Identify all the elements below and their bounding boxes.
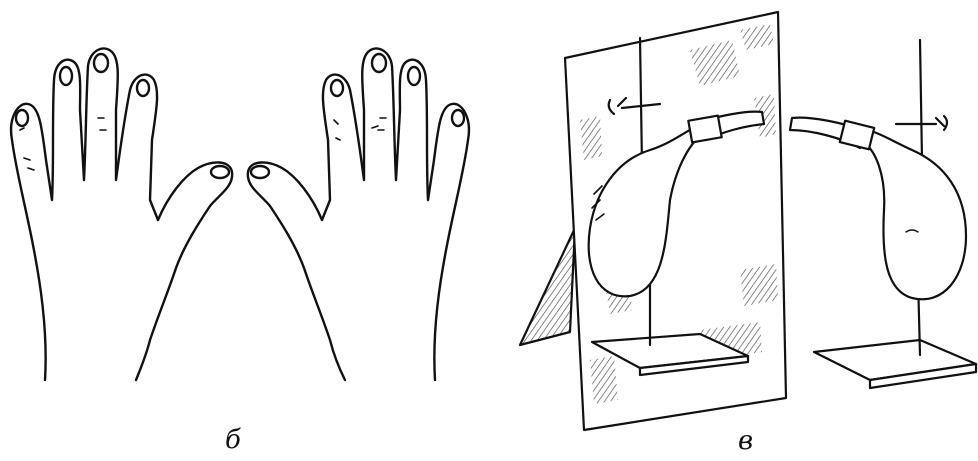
- left-hand-outline: [11, 48, 232, 380]
- right-nail-thumb: [251, 166, 269, 178]
- right-hand-outline: [248, 48, 469, 380]
- right-nail-4: [331, 80, 343, 96]
- mirror-support: [520, 228, 575, 345]
- left-nail-2: [60, 67, 72, 85]
- right-nail-2: [408, 67, 420, 85]
- real-flask: [860, 130, 966, 300]
- caption-mirror: в: [738, 428, 753, 454]
- right-nail-1: [452, 110, 464, 126]
- right-nail-3: [372, 54, 386, 72]
- panel-hands: [11, 48, 469, 380]
- left-nail-1: [16, 110, 28, 126]
- left-nail-thumb: [211, 166, 229, 178]
- left-nail-3: [94, 54, 108, 72]
- left-nail-4: [137, 80, 149, 96]
- panel-mirror: [520, 12, 976, 430]
- real-retort: [790, 40, 976, 388]
- caption-hands: б: [225, 427, 241, 453]
